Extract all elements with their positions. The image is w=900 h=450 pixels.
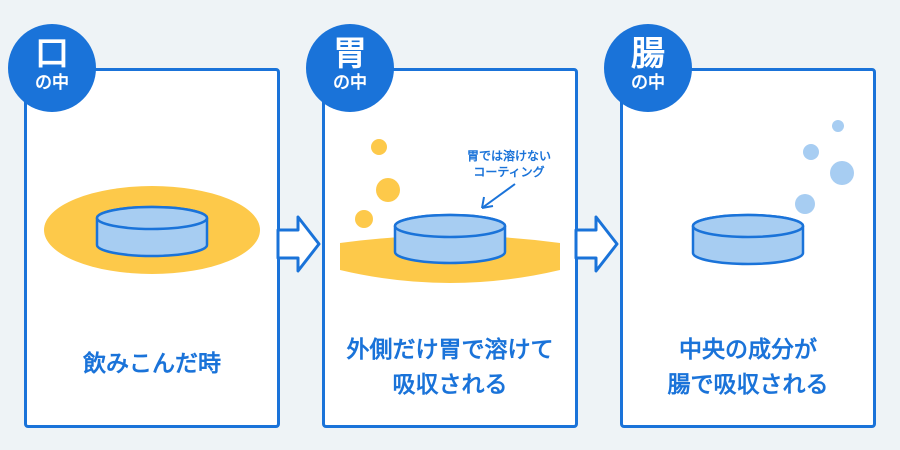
badge-subtitle: の中: [333, 73, 367, 93]
tablet-top: [95, 205, 209, 231]
tablet-top: [691, 213, 805, 239]
caption-line: 中央の成分が: [679, 337, 817, 363]
stage-badge-stomach: 胃 の中: [306, 24, 394, 112]
badge-kanji: 腸: [631, 34, 665, 74]
next-step-arrow-icon: [276, 215, 321, 273]
caption-intestine: 中央の成分が 腸で吸収される: [623, 333, 873, 403]
caption-line: 飲みこんだ時: [83, 351, 221, 377]
tablet-core-absorbed: [691, 120, 854, 266]
coating-annotation: 胃では溶けない コーティング: [434, 148, 584, 180]
absorption-bubble: [832, 120, 844, 132]
annotation-line: コーティング: [473, 165, 545, 179]
annotation-arrow-line: [481, 183, 516, 209]
stage-badge-intestine: 腸 の中: [604, 24, 692, 112]
annotation-line: 胃では溶けない: [466, 149, 551, 163]
caption-line: 吸収される: [392, 372, 508, 398]
caption-mouth: 飲みこんだ時: [27, 347, 277, 382]
absorption-bubble: [803, 144, 819, 160]
dissolving-particle: [376, 178, 400, 202]
badge-kanji: 胃: [333, 34, 367, 74]
stage-panel-intestine: 中央の成分が 腸で吸収される: [620, 68, 876, 428]
badge-kanji: 口: [35, 34, 69, 74]
coated-tablet-dissolving: [340, 139, 560, 283]
stage-badge-mouth: 口 の中: [8, 24, 96, 112]
dissolving-particle: [355, 210, 373, 228]
badge-subtitle: の中: [35, 73, 69, 93]
badge-subtitle: の中: [631, 73, 665, 93]
caption-line: 外側だけ胃で溶けて: [346, 337, 554, 363]
caption-line: 腸で吸収される: [667, 372, 829, 398]
next-step-arrow-icon: [574, 215, 619, 273]
annotation-arrow-head: [481, 196, 494, 209]
coated-tablet-whole: [44, 186, 260, 274]
caption-stomach: 外側だけ胃で溶けて 吸収される: [325, 333, 575, 403]
tablet-top: [393, 213, 507, 239]
absorption-bubble: [795, 194, 815, 214]
dissolving-particle: [371, 139, 387, 155]
absorption-bubble: [830, 161, 854, 185]
